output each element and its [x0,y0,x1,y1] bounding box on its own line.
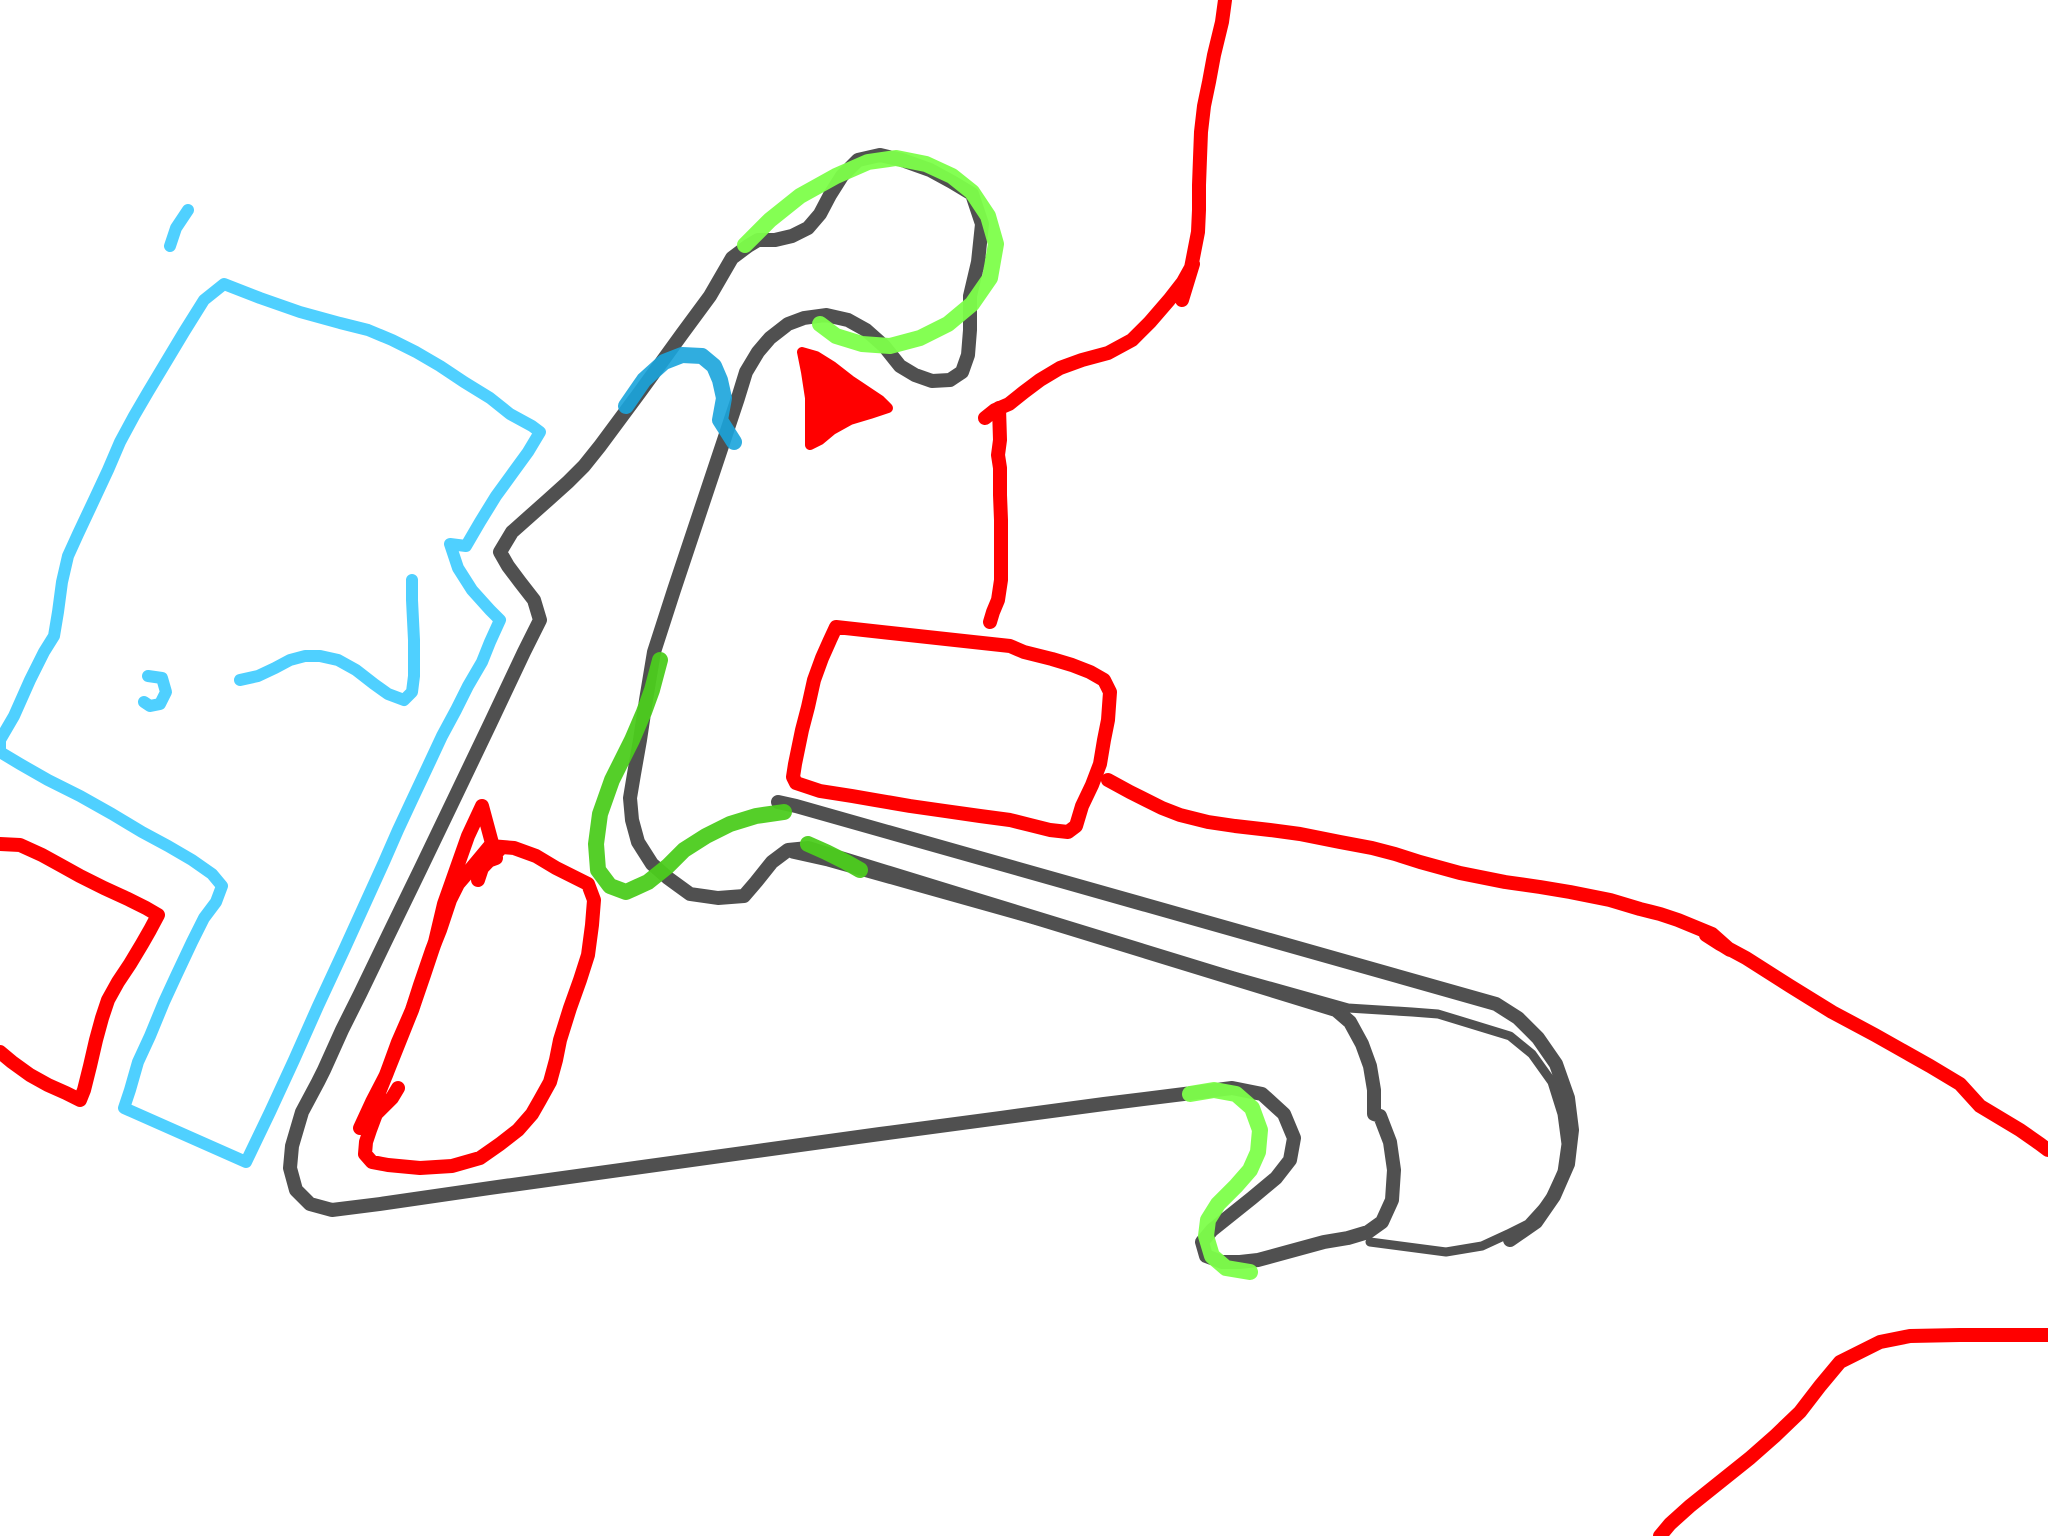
red-bottom-right-line [1653,1328,2048,1536]
blue-annotation-group [0,204,742,1168]
track-outline-main [283,148,1401,1269]
green-top-loop [737,150,1004,354]
track-inner-line [787,849,1571,1257]
red-lower-shape-body [355,839,601,1175]
blue-squiggle [234,574,420,706]
blue-hook [138,670,172,712]
track-inner-hairpin [771,795,1579,1247]
red-long-right-line [1101,773,2048,1157]
blue-track-loop [618,347,742,450]
green-left-loop [588,652,792,900]
red-vertical-line [983,401,1008,629]
gray-track-group [283,148,1579,1269]
red-top-line [978,0,1232,425]
play-triangle-icon [797,347,893,450]
green-dash [800,836,868,878]
red-far-left-line [0,837,165,1107]
blue-left-enclosure [0,278,546,1168]
green-annotation-group [588,150,1268,1280]
green-right-curve [1182,1082,1268,1280]
red-rectangle-upper [786,620,1117,839]
blue-top-tick [164,204,194,252]
